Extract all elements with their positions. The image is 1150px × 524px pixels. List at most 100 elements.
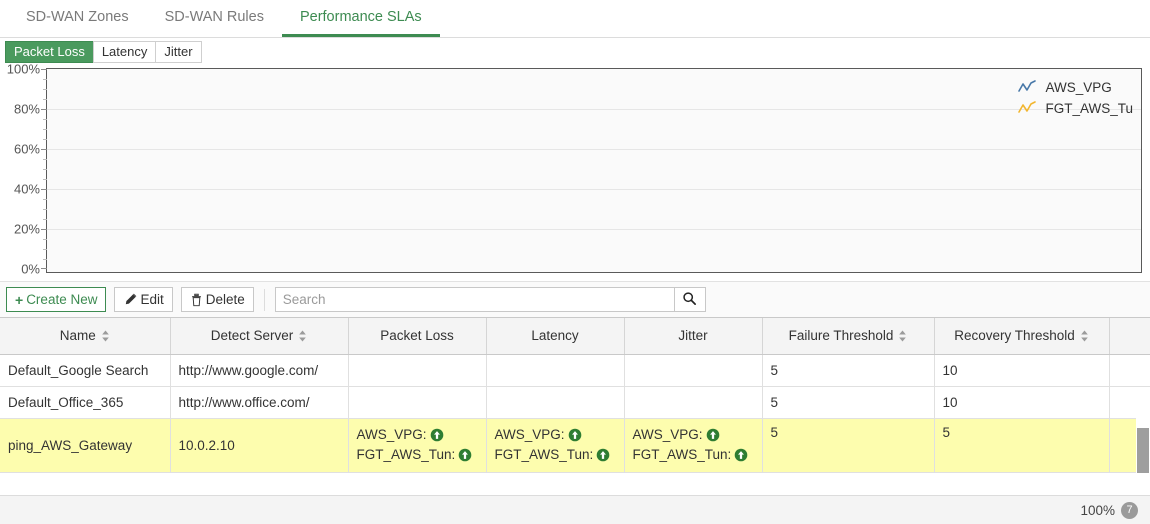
column-header-jitter[interactable]: Jitter bbox=[624, 318, 763, 355]
create-new-button[interactable]: + Create New bbox=[6, 287, 107, 312]
status-up-icon bbox=[568, 428, 582, 442]
cell-packet-loss bbox=[348, 354, 487, 387]
chart-plot-area: AWS_VPG FGT_AWS_Tu bbox=[41, 68, 1142, 273]
cell-recovery-threshold: 5 bbox=[934, 418, 1110, 473]
column-label: Latency bbox=[531, 328, 579, 344]
column-header-packet-loss[interactable]: Packet Loss bbox=[348, 318, 487, 355]
y-minor-tick bbox=[43, 159, 47, 160]
member-status-line: FGT_AWS_Tun: bbox=[633, 445, 754, 465]
cell-overflow bbox=[1109, 386, 1150, 419]
cell-name: Default_Office_365 bbox=[0, 386, 171, 419]
member-status-line: AWS_VPG: bbox=[633, 425, 754, 445]
cell-packet-loss bbox=[348, 386, 487, 419]
pencil-icon bbox=[123, 293, 137, 307]
column-label: Detect Server bbox=[210, 328, 294, 344]
cell-detect-server: http://www.office.com/ bbox=[170, 386, 349, 419]
sub-tab-latency[interactable]: Latency bbox=[92, 41, 156, 63]
plus-icon: + bbox=[15, 291, 24, 308]
toolbar-divider bbox=[263, 288, 265, 311]
y-minor-tick bbox=[43, 179, 47, 180]
column-header-latency[interactable]: Latency bbox=[486, 318, 625, 355]
legend-label: FGT_AWS_Tu bbox=[1045, 100, 1133, 116]
cell-detect-server: http://www.google.com/ bbox=[170, 354, 349, 387]
sub-tab-label: Latency bbox=[101, 44, 148, 59]
search-button[interactable] bbox=[674, 287, 706, 312]
sub-tab-packet-loss[interactable]: Packet Loss bbox=[5, 41, 93, 63]
y-minor-tick bbox=[43, 169, 47, 170]
scrollbar-thumb[interactable] bbox=[1137, 428, 1149, 473]
status-up-icon bbox=[458, 448, 472, 462]
column-header-overflow bbox=[1109, 318, 1150, 355]
cell-failure-threshold: 5 bbox=[762, 418, 935, 473]
y-tick-label: 80% bbox=[13, 101, 40, 117]
y-major-tick bbox=[41, 229, 47, 230]
cell-recovery-threshold: 10 bbox=[934, 386, 1110, 419]
y-tick-label: 100% bbox=[6, 61, 40, 77]
notification-badge[interactable]: 7 bbox=[1121, 501, 1138, 519]
line-series-icon bbox=[1017, 100, 1037, 116]
table-row[interactable]: ping_AWS_Gateway 10.0.2.10 AWS_VPG: bbox=[0, 418, 1150, 473]
y-major-tick bbox=[41, 268, 47, 269]
performance-sla-table-region: Name Detect Server bbox=[0, 317, 1150, 495]
table-vertical-scrollbar[interactable] bbox=[1136, 414, 1150, 495]
y-minor-tick bbox=[43, 139, 47, 140]
tab-label: SD-WAN Rules bbox=[164, 9, 264, 25]
y-minor-tick bbox=[43, 129, 47, 130]
gridline bbox=[47, 109, 1141, 110]
performance-sla-table: Name Detect Server bbox=[0, 318, 1150, 473]
column-label: Name bbox=[59, 328, 96, 344]
member-status-line: AWS_VPG: bbox=[495, 425, 616, 445]
legend-item-aws-vpg[interactable]: AWS_VPG bbox=[1017, 79, 1133, 95]
member-status-line: FGT_AWS_Tun: bbox=[495, 445, 616, 465]
y-tick-label: 0% bbox=[21, 261, 40, 277]
y-tick-label: 20% bbox=[13, 221, 40, 237]
create-new-label: Create New bbox=[26, 292, 98, 307]
tab-performance-slas[interactable]: Performance SLAs bbox=[281, 0, 440, 37]
column-label: Jitter bbox=[678, 328, 708, 344]
metric-sub-tab-bar: Packet Loss Latency Jitter bbox=[0, 38, 1150, 66]
y-tick-label: 60% bbox=[13, 141, 40, 157]
y-minor-tick bbox=[43, 119, 47, 120]
y-minor-tick bbox=[43, 219, 47, 220]
legend-label: AWS_VPG bbox=[1045, 79, 1112, 95]
y-minor-tick bbox=[43, 259, 47, 260]
magnifier-icon bbox=[682, 291, 697, 309]
search-input[interactable] bbox=[274, 287, 675, 312]
sub-tab-jitter[interactable]: Jitter bbox=[155, 41, 202, 63]
member-status-line: FGT_AWS_Tun: bbox=[357, 445, 478, 465]
cell-jitter: AWS_VPG: FGT_AWS_Tun: bbox=[624, 418, 763, 473]
legend-item-fgt-aws-tu[interactable]: FGT_AWS_Tu bbox=[1017, 100, 1133, 116]
sort-arrows-icon bbox=[1080, 330, 1089, 342]
y-minor-tick bbox=[43, 249, 47, 250]
trash-icon bbox=[190, 293, 203, 307]
column-label: Packet Loss bbox=[380, 328, 454, 344]
cell-jitter bbox=[624, 354, 763, 387]
column-header-recovery-threshold[interactable]: Recovery Threshold bbox=[934, 318, 1110, 355]
cell-failure-threshold: 5 bbox=[762, 386, 935, 419]
cell-detect-server: 10.0.2.10 bbox=[170, 418, 349, 473]
cell-latency bbox=[486, 354, 625, 387]
tab-sd-wan-rules[interactable]: SD-WAN Rules bbox=[147, 0, 282, 37]
y-minor-tick bbox=[43, 79, 47, 80]
y-major-tick bbox=[41, 189, 47, 190]
cell-latency bbox=[486, 386, 625, 419]
gridline bbox=[47, 189, 1141, 190]
member-label: AWS_VPG: bbox=[356, 427, 427, 442]
column-header-failure-threshold[interactable]: Failure Threshold bbox=[762, 318, 935, 355]
table-row[interactable]: Default_Office_365 http://www.office.com… bbox=[0, 386, 1150, 419]
delete-button[interactable]: Delete bbox=[180, 287, 254, 312]
tab-sd-wan-zones[interactable]: SD-WAN Zones bbox=[8, 0, 147, 37]
status-up-icon bbox=[706, 428, 720, 442]
cell-name: Default_Google Search bbox=[0, 354, 171, 387]
search-box bbox=[274, 287, 706, 312]
member-status-line: AWS_VPG: bbox=[357, 425, 478, 445]
y-tick-label: 40% bbox=[13, 181, 40, 197]
metric-sub-tab-group: Packet Loss Latency Jitter bbox=[5, 41, 202, 63]
table-row[interactable]: Default_Google Search http://www.google.… bbox=[0, 354, 1150, 387]
delete-label: Delete bbox=[205, 292, 245, 307]
packet-loss-chart: 100% 80% 60% 40% 20% 0% bbox=[0, 62, 1150, 281]
column-header-name[interactable]: Name bbox=[0, 318, 171, 355]
column-header-detect-server[interactable]: Detect Server bbox=[170, 318, 349, 355]
edit-button[interactable]: Edit bbox=[114, 287, 173, 312]
